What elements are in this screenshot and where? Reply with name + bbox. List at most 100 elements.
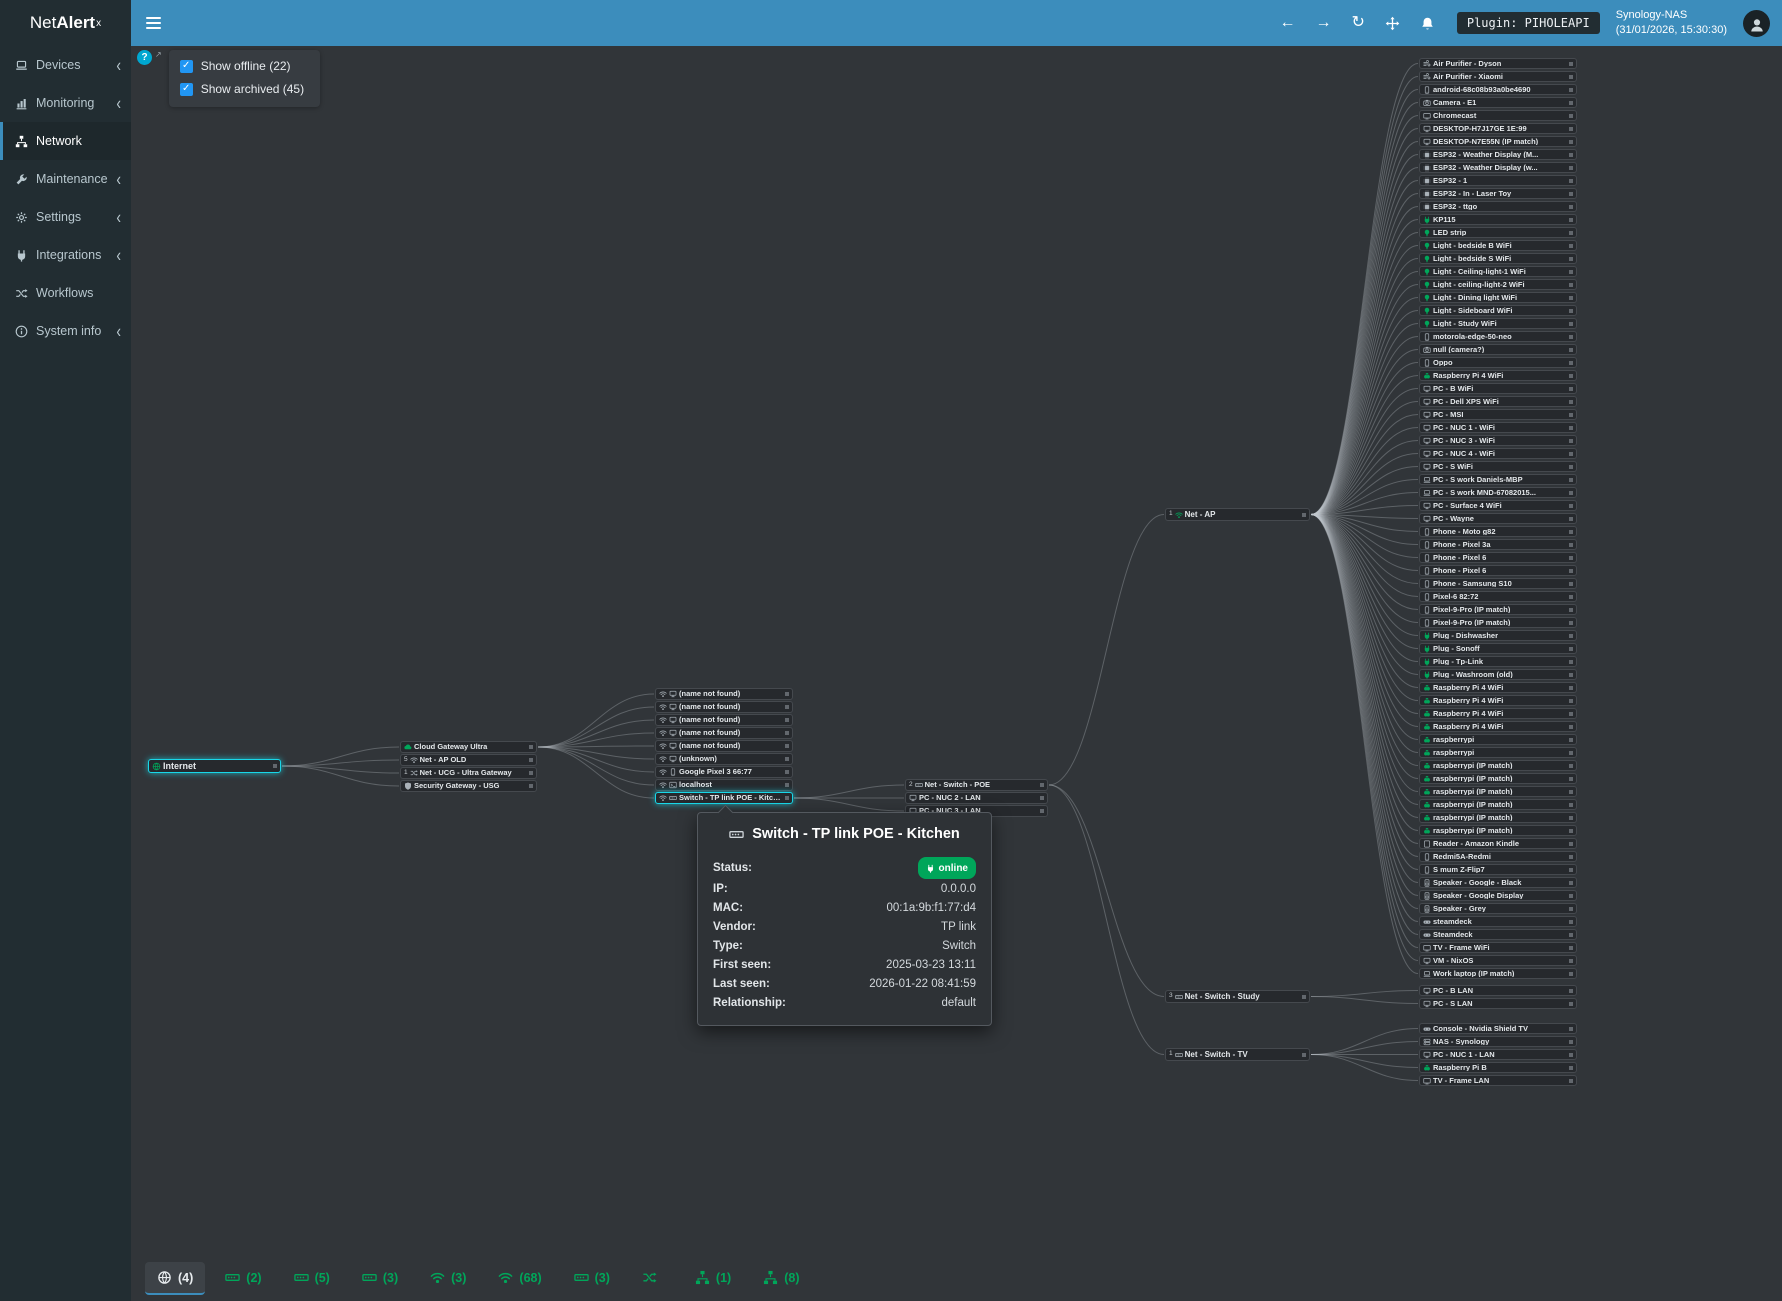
network-node[interactable]: 1 Net - Switch - TV <box>1165 1048 1310 1061</box>
network-node[interactable]: Pixel-9-Pro (IP match) <box>1419 617 1577 628</box>
network-node[interactable]: Light - bedside B WiFi <box>1419 240 1577 251</box>
network-node[interactable]: TV - Frame LAN <box>1419 1075 1577 1086</box>
network-node[interactable]: KP115 <box>1419 214 1577 225</box>
network-node[interactable]: Redmi5A-Redmi <box>1419 851 1577 862</box>
network-node[interactable]: ESP32 - Weather Display (w... <box>1419 162 1577 173</box>
network-node[interactable]: (name not found) <box>655 714 793 726</box>
network-node[interactable]: localhost <box>655 779 793 791</box>
bottom-tab-10[interactable]: (8) <box>751 1262 811 1295</box>
network-node[interactable]: VM - NixOS <box>1419 955 1577 966</box>
network-node[interactable]: motorola-edge-50-neo <box>1419 331 1577 342</box>
network-node[interactable]: Console - Nvidia Shield TV <box>1419 1023 1577 1034</box>
network-node[interactable]: Switch - TP link POE - Kitchen <box>655 792 793 804</box>
network-node[interactable]: (name not found) <box>655 740 793 752</box>
network-node[interactable]: Chromecast <box>1419 110 1577 121</box>
bottom-tab-4[interactable]: (3) <box>350 1262 410 1295</box>
network-node[interactable]: Steamdeck <box>1419 929 1577 940</box>
network-node[interactable]: DESKTOP-H7J17GE 1E:99 <box>1419 123 1577 134</box>
network-node[interactable]: Air Purifier - Dyson <box>1419 58 1577 69</box>
network-node[interactable]: Phone - Pixel 3a <box>1419 539 1577 550</box>
bottom-tab-6[interactable]: (68) <box>486 1262 553 1295</box>
network-node[interactable]: raspberrypi (IP match) <box>1419 773 1577 784</box>
network-node[interactable]: Raspberry Pi B <box>1419 1062 1577 1073</box>
network-node[interactable]: Speaker - Google Display <box>1419 890 1577 901</box>
network-node[interactable]: raspberrypi (IP match) <box>1419 786 1577 797</box>
network-node[interactable]: Camera - E1 <box>1419 97 1577 108</box>
network-node[interactable]: PC - S work MND-67082015... <box>1419 487 1577 498</box>
network-node[interactable]: android-68c08b93a0be4690 <box>1419 84 1577 95</box>
network-node[interactable]: Light - Sideboard WiFi <box>1419 305 1577 316</box>
network-node[interactable]: Phone - Pixel 6 <box>1419 565 1577 576</box>
network-node[interactable]: ESP32 - 1 <box>1419 175 1577 186</box>
network-node[interactable]: TV - Frame WiFi <box>1419 942 1577 953</box>
network-node[interactable]: S mum Z-Flip7 <box>1419 864 1577 875</box>
network-node[interactable]: PC - NUC 3 - WiFi <box>1419 435 1577 446</box>
user-avatar[interactable] <box>1743 9 1770 37</box>
bottom-tab-9[interactable]: (1) <box>683 1262 743 1295</box>
network-node[interactable]: Reader - Amazon Kindle <box>1419 838 1577 849</box>
network-node[interactable]: raspberrypi <box>1419 747 1577 758</box>
network-node[interactable]: Light - bedside S WiFi <box>1419 253 1577 264</box>
network-node[interactable]: PC - Wayne <box>1419 513 1577 524</box>
network-node[interactable]: Speaker - Grey <box>1419 903 1577 914</box>
network-node[interactable]: 1 Net - AP <box>1165 508 1310 521</box>
network-node[interactable]: Cloud Gateway Ultra <box>400 741 537 753</box>
network-node[interactable]: PC - B WiFi <box>1419 383 1577 394</box>
checkbox-icon[interactable]: ✓ <box>179 59 193 73</box>
sidebar-item-maintenance[interactable]: Maintenance ‹ <box>0 160 131 198</box>
network-node[interactable]: PC - NUC 1 - WiFi <box>1419 422 1577 433</box>
network-node[interactable]: 5 Net - AP OLD <box>400 754 537 766</box>
sidebar-item-workflows[interactable]: Workflows ‹ <box>0 274 131 312</box>
network-node[interactable]: Light - Ceiling-light-1 WiFi <box>1419 266 1577 277</box>
network-node[interactable]: Phone - Samsung S10 <box>1419 578 1577 589</box>
network-node[interactable]: PC - Surface 4 WiFi <box>1419 500 1577 511</box>
network-node[interactable]: Plug - Washroom (old) <box>1419 669 1577 680</box>
bottom-tab-1[interactable]: (4) <box>145 1262 206 1295</box>
network-node[interactable]: Pixel-6 82:72 <box>1419 591 1577 602</box>
checkbox-icon[interactable]: ✓ <box>179 82 193 96</box>
network-node[interactable]: Phone - Pixel 6 <box>1419 552 1577 563</box>
network-node[interactable]: 3 Net - Switch - Study <box>1165 990 1310 1003</box>
refresh-icon[interactable]: ↻ <box>1351 14 1365 31</box>
network-node[interactable]: Plug - Sonoff <box>1419 643 1577 654</box>
network-node[interactable]: Raspberry Pi 4 WiFi <box>1419 708 1577 719</box>
network-node[interactable]: PC - NUC 4 - WiFi <box>1419 448 1577 459</box>
network-node[interactable]: Speaker - Google - Black <box>1419 877 1577 888</box>
network-node[interactable]: Raspberry Pi 4 WiFi <box>1419 695 1577 706</box>
sidebar-item-devices[interactable]: Devices ‹ <box>0 46 131 84</box>
network-node[interactable]: Air Purifier - Xiaomi <box>1419 71 1577 82</box>
network-node[interactable]: Google Pixel 3 66:77 <box>655 766 793 778</box>
filter-checkbox-row[interactable]: ✓ Show offline (22) <box>179 59 304 73</box>
bottom-tab-5[interactable]: (3) <box>418 1262 478 1295</box>
sidebar-item-system-info[interactable]: System info ‹ <box>0 312 131 350</box>
network-node[interactable]: raspberrypi (IP match) <box>1419 799 1577 810</box>
network-node[interactable]: (name not found) <box>655 727 793 739</box>
network-node[interactable]: PC - MSI <box>1419 409 1577 420</box>
network-node[interactable]: Work laptop (IP match) <box>1419 968 1577 979</box>
network-node[interactable]: Raspberry Pi 4 WiFi <box>1419 721 1577 732</box>
network-node[interactable]: PC - NUC 2 - LAN <box>905 792 1048 804</box>
network-node[interactable]: 2 Net - Switch - POE <box>905 779 1048 791</box>
network-node[interactable]: Pixel-9-Pro (IP match) <box>1419 604 1577 615</box>
hamburger-menu-button[interactable] <box>131 0 175 46</box>
network-graph-canvas[interactable]: Internet Cloud Gateway Ultra 5 Net - AP … <box>131 46 1782 1301</box>
network-node[interactable]: steamdeck <box>1419 916 1577 927</box>
network-node[interactable]: PC - S LAN <box>1419 998 1577 1009</box>
network-node[interactable]: Raspberry Pi 4 WiFi <box>1419 682 1577 693</box>
network-node[interactable]: Plug - Tp-Link <box>1419 656 1577 667</box>
network-node[interactable]: raspberrypi (IP match) <box>1419 760 1577 771</box>
network-node[interactable]: DESKTOP-N7E55N (IP match) <box>1419 136 1577 147</box>
network-node[interactable]: Internet <box>148 759 281 773</box>
network-node[interactable]: PC - S work Daniels-MBP <box>1419 474 1577 485</box>
network-node[interactable]: ESP32 - Weather Display (M... <box>1419 149 1577 160</box>
network-node[interactable]: (name not found) <box>655 688 793 700</box>
network-node[interactable]: NAS - Synology <box>1419 1036 1577 1047</box>
network-node[interactable]: PC - B LAN <box>1419 985 1577 996</box>
help-icon[interactable]: ? <box>137 50 152 65</box>
network-node[interactable]: Light - ceiling-light-2 WiFi <box>1419 279 1577 290</box>
network-node[interactable]: Oppo <box>1419 357 1577 368</box>
sidebar-item-settings[interactable]: Settings ‹ <box>0 198 131 236</box>
bell-icon[interactable] <box>1420 16 1435 31</box>
network-node[interactable]: Light - Study WiFi <box>1419 318 1577 329</box>
